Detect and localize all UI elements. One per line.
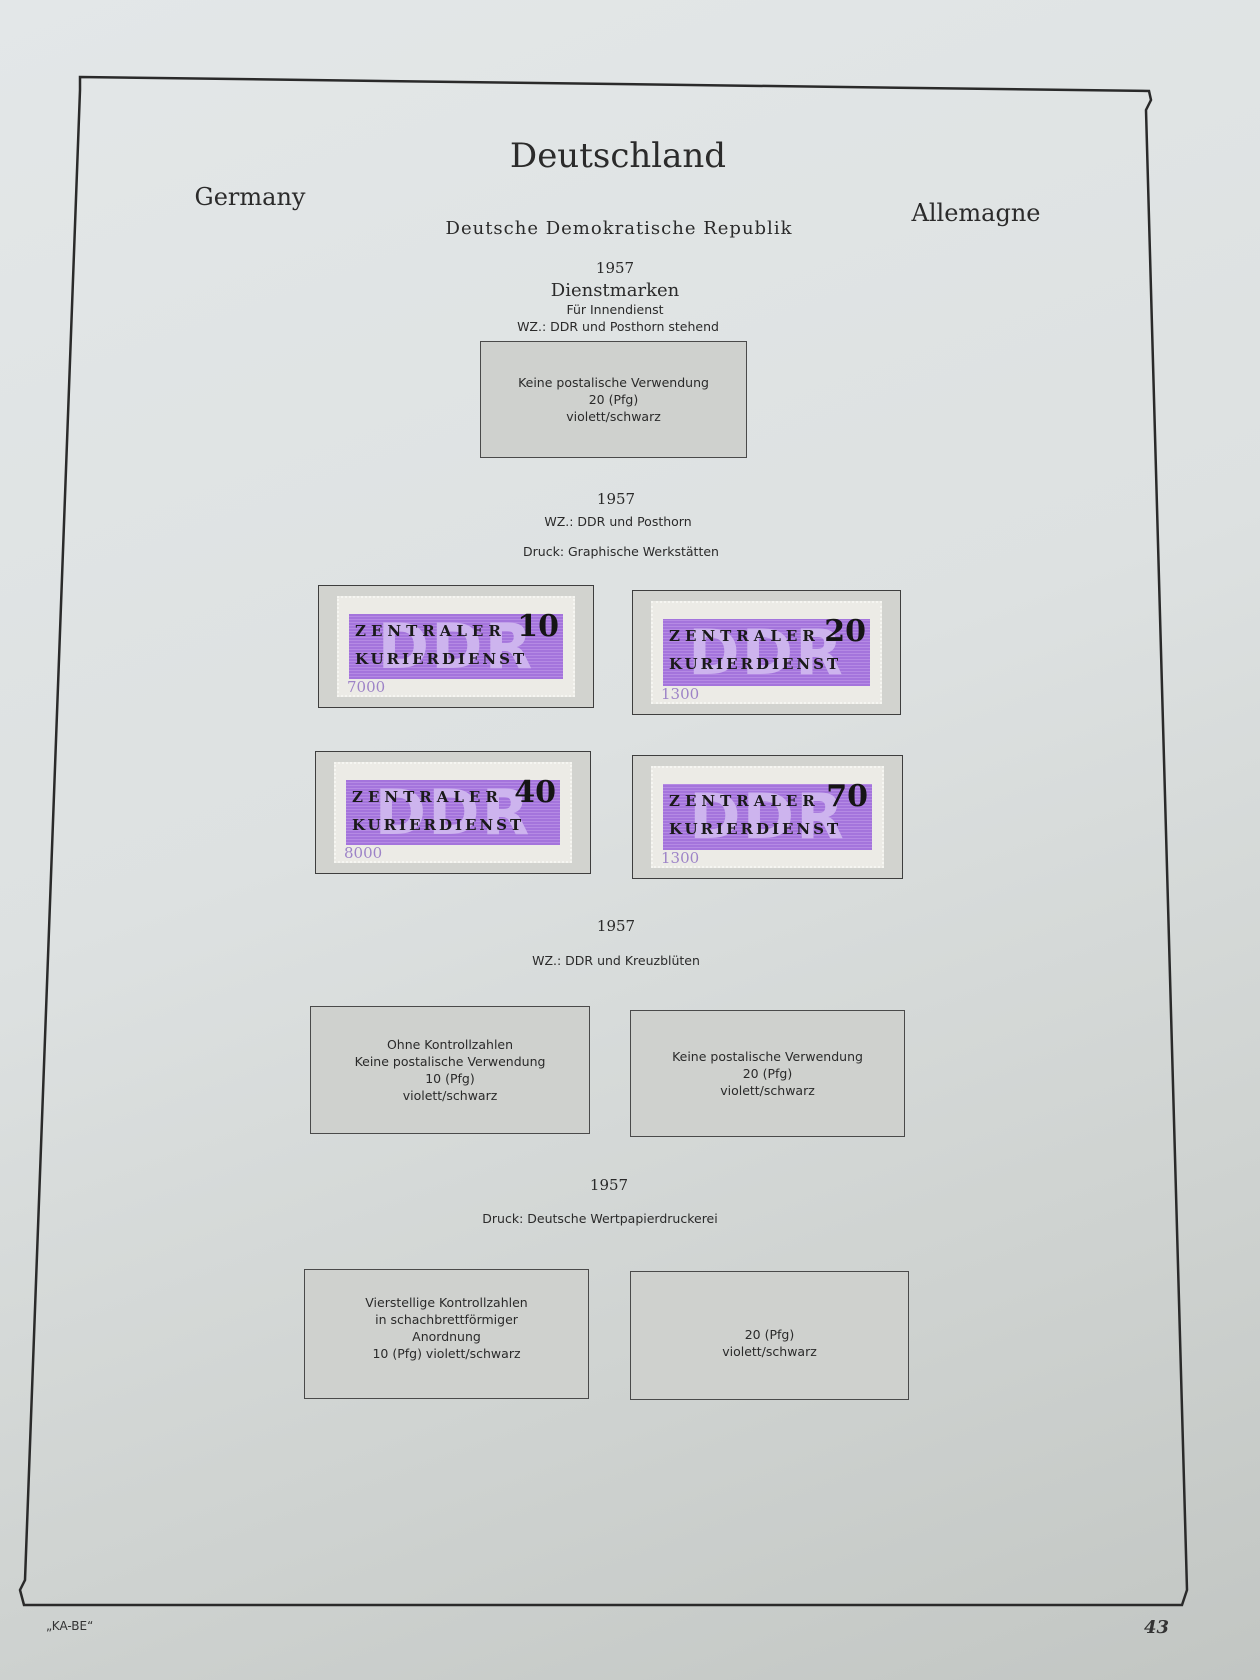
stamp-value: 20 xyxy=(824,614,866,649)
section1-subheading: Für Innendienst xyxy=(566,302,664,317)
overprint-line2: KURIERDIENST xyxy=(352,816,525,834)
stamp-value: 70 xyxy=(826,779,868,814)
overprint-line2: KURIERDIENST xyxy=(669,655,842,673)
stamp-mount: DDR 1300 ZENTRALER KURIERDIENST 70 xyxy=(632,755,903,879)
stamp-bg-text: DDR xyxy=(374,775,532,849)
section4-year: 1957 xyxy=(589,1176,629,1194)
stamp: DDR 1300 ZENTRALER KURIERDIENST 20 xyxy=(651,601,882,704)
stamp: DDR 7000 ZENTRALER KURIERDIENST 10 xyxy=(337,596,575,697)
section2-watermark: WZ.: DDR und Posthorn xyxy=(544,514,692,529)
placeholder-line: violett/schwarz xyxy=(722,1343,817,1359)
placeholder-line: Vierstellige Kontrollzahlen xyxy=(365,1295,528,1310)
placeholder-line: 20 (Pfg) xyxy=(588,392,639,407)
section2-year: 1957 xyxy=(596,490,636,508)
subtitle: Deutsche Demokratische Republik xyxy=(445,218,793,239)
stamp-placeholder: Keine postalische Verwendung 20 (Pfg) vi… xyxy=(630,1010,905,1137)
placeholder-line: 20 (Pfg) xyxy=(744,1326,795,1342)
overprint-line1: ZENTRALER xyxy=(669,792,820,810)
control-number: 7000 xyxy=(347,678,386,696)
placeholder-line: Ohne Kontrollzahlen xyxy=(386,1037,514,1052)
control-number: 1300 xyxy=(661,849,700,867)
title-french: Allemagne xyxy=(911,199,1041,227)
placeholder-line: Keine postalische Verwendung xyxy=(354,1054,546,1069)
stamp-mount: DDR 8000 ZENTRALER KURIERDIENST 40 xyxy=(315,751,591,874)
stamp: DDR 8000 ZENTRALER KURIERDIENST 40 xyxy=(334,762,572,863)
stamp-mount: DDR 7000 ZENTRALER KURIERDIENST 10 xyxy=(318,585,594,708)
stamp-value: 40 xyxy=(514,775,556,810)
overprint-line2: KURIERDIENST xyxy=(669,820,842,838)
stamp-bg-text: DDR xyxy=(377,609,535,683)
title-english: Germany xyxy=(194,183,306,211)
overprint-line2: KURIERDIENST xyxy=(355,650,528,668)
placeholder-line: Keine postalische Verwendung xyxy=(518,375,709,390)
stamp: DDR 1300 ZENTRALER KURIERDIENST 70 xyxy=(651,766,884,868)
stamp-placeholder: Keine postalische Verwendung 20 (Pfg) vi… xyxy=(480,341,747,458)
section1-watermark: WZ.: DDR und Posthorn stehend xyxy=(517,319,719,334)
stamp-bg-text: DDR xyxy=(688,615,845,689)
stamp-bg-text: DDR xyxy=(689,780,846,853)
stamp-placeholder: 20 (Pfg) violett/schwarz xyxy=(630,1271,909,1400)
page-number: 43 xyxy=(1144,1617,1170,1638)
placeholder-line: Keine postalische Verwendung xyxy=(672,1049,863,1064)
control-number: 1300 xyxy=(661,685,700,703)
section1-heading: Dienstmarken xyxy=(550,280,680,301)
placeholder-line: violett/schwarz xyxy=(402,1088,498,1103)
placeholder-line: 20 (Pfg) xyxy=(742,1066,793,1081)
page-title: Deutschland xyxy=(509,136,727,176)
stamp-placeholder: Vierstellige Kontrollzahlen in schachbre… xyxy=(304,1269,589,1399)
placeholder-line: 10 (Pfg) violett/schwarz xyxy=(372,1346,521,1361)
section3-year: 1957 xyxy=(596,917,636,935)
stamp-placeholder: Ohne Kontrollzahlen Keine postalische Ve… xyxy=(310,1006,590,1134)
placeholder-line: violett/schwarz xyxy=(566,409,661,424)
stamp-value: 10 xyxy=(517,609,559,644)
section2-printer: Druck: Graphische Werkstätten xyxy=(523,544,719,559)
section3-watermark: WZ.: DDR und Kreuzblüten xyxy=(532,953,700,968)
overprint-line1: ZENTRALER xyxy=(355,622,506,640)
placeholder-line: Anordnung xyxy=(412,1329,481,1344)
placeholder-line: in schachbrettförmiger xyxy=(375,1312,518,1327)
placeholder-line: 10 (Pfg) xyxy=(425,1071,475,1086)
publisher-mark: „KA-BE“ xyxy=(46,1619,94,1633)
overprint-line1: ZENTRALER xyxy=(352,788,503,806)
control-number: 8000 xyxy=(344,844,383,862)
placeholder-line: violett/schwarz xyxy=(720,1083,815,1098)
section4-printer: Druck: Deutsche Wertpapierdruckerei xyxy=(482,1211,718,1226)
stamp-mount: DDR 1300 ZENTRALER KURIERDIENST 20 xyxy=(632,590,901,715)
section1-year: 1957 xyxy=(595,259,635,277)
overprint-line1: ZENTRALER xyxy=(669,627,820,645)
